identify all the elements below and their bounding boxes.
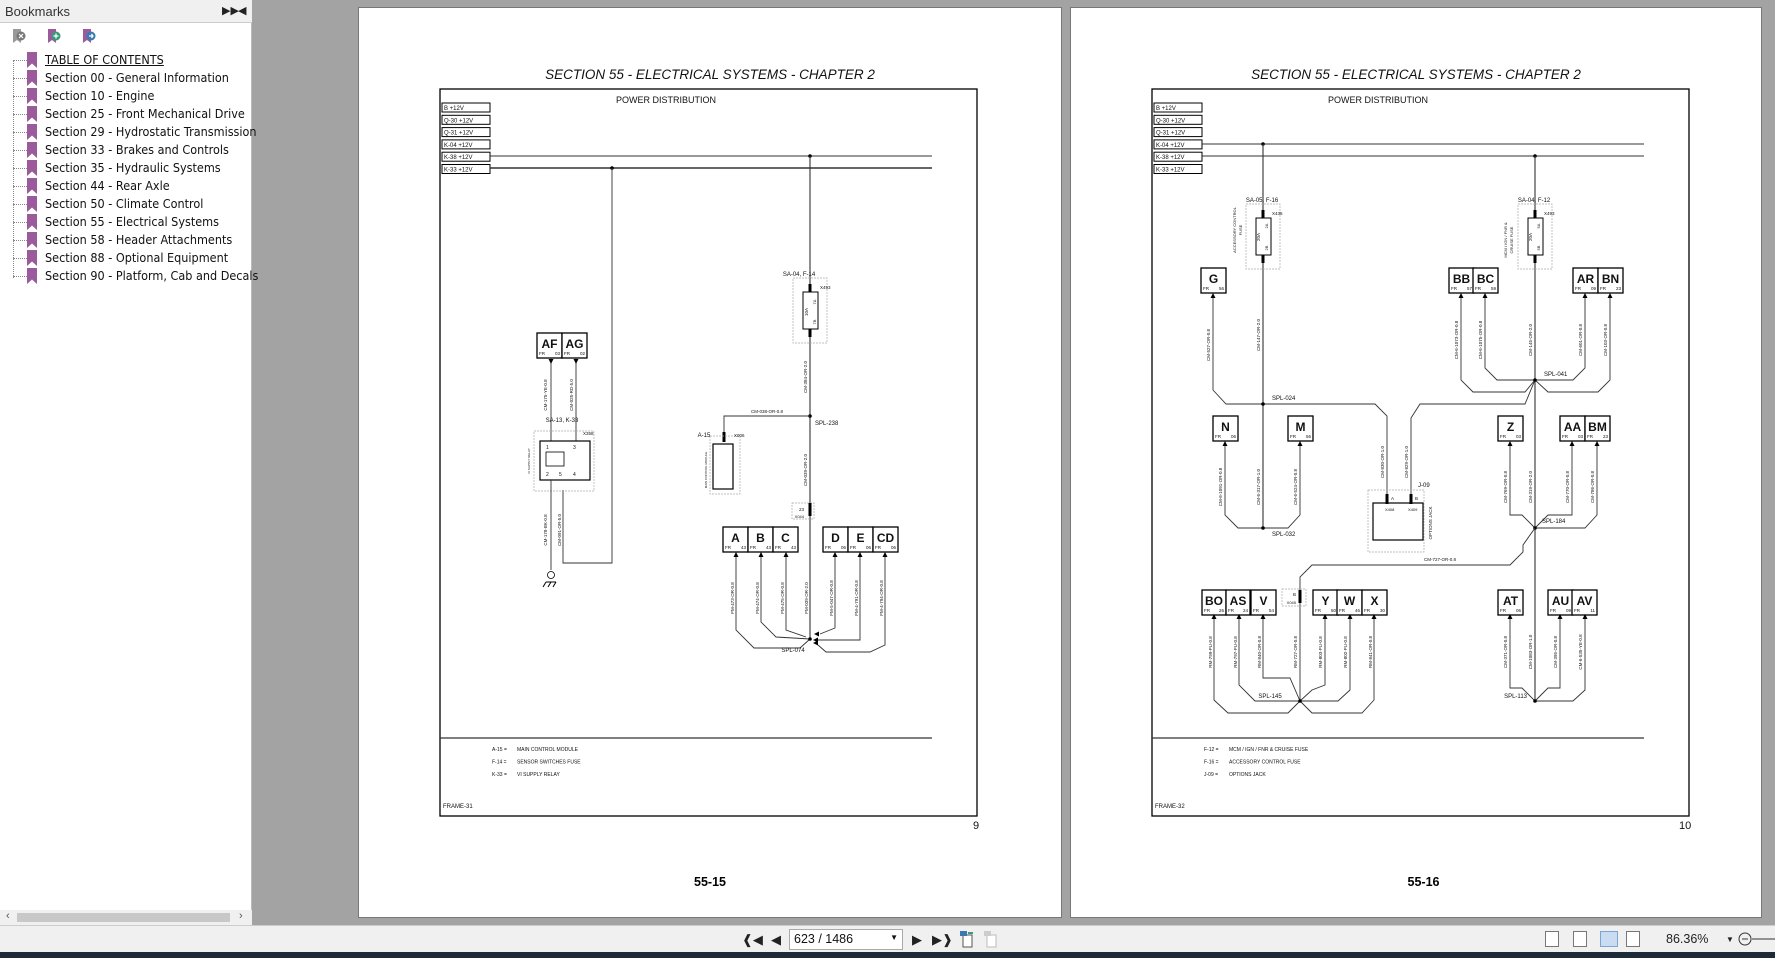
add-bookmark-icon[interactable] <box>46 28 62 44</box>
bookmark-icon <box>27 142 37 158</box>
bookmark-item[interactable]: Section 58 - Header Attachments <box>0 231 252 249</box>
bookmark-item[interactable]: Section 00 - General Information <box>0 69 252 87</box>
bookmark-label: Section 33 - Brakes and Controls <box>45 142 229 157</box>
pdf-page-1: SECTION 55 - ELECTRICAL SYSTEMS - CHAPTE… <box>358 7 1062 918</box>
bookmarks-header: Bookmarks ▶▶ ◀ <box>0 0 252 23</box>
page-number-input[interactable]: 623 / 1486 ▼ <box>789 929 903 950</box>
bookmark-label: Section 50 - Climate Control <box>45 196 204 211</box>
tree-connector <box>13 240 27 241</box>
bookmark-label: Section 25 - Front Mechanical Drive <box>45 106 245 121</box>
tree-connector <box>13 204 27 205</box>
tree-connector <box>13 96 27 97</box>
bookmark-label: Section 58 - Header Attachments <box>45 232 233 247</box>
tree-connector <box>13 78 27 79</box>
chevron-down-icon[interactable]: ▼ <box>890 933 898 942</box>
bookmark-icon <box>27 178 37 194</box>
page-label: 55-16 <box>1407 875 1440 889</box>
page-number: 10 <box>1679 820 1692 832</box>
bookmark-label: Section 88 - Optional Equipment <box>45 250 229 265</box>
bookmark-icon <box>27 52 37 68</box>
bookmark-item[interactable]: Section 33 - Brakes and Controls <box>0 141 252 159</box>
tree-connector <box>13 114 27 115</box>
page-header: SECTION 55 - ELECTRICAL SYSTEMS - CHAPTE… <box>1251 67 1581 82</box>
bookmark-icon <box>27 88 37 104</box>
next-view-icon[interactable] <box>983 930 999 948</box>
bookmark-icon <box>27 160 37 176</box>
first-page-icon[interactable]: ❰◀ <box>742 932 763 947</box>
page-value: 623 / 1486 <box>794 932 854 946</box>
continuous-facing-view-button[interactable] <box>1626 931 1640 947</box>
bookmarks-panel: Bookmarks ▶▶ ◀ TABLE OF CONTENTS Section … <box>0 0 258 925</box>
bookmark-item[interactable]: Section 25 - Front Mechanical Drive <box>0 105 252 123</box>
bottom-toolbar: ❰◀ ◀ 623 / 1486 ▼ ▶ ▶❱ 86.36% ▼ <box>0 925 1775 952</box>
bookmark-icon <box>27 106 37 122</box>
bookmark-icon <box>27 196 37 212</box>
taskbar-strip <box>0 952 1775 958</box>
bookmark-item[interactable]: Section 29 - Hydrostatic Transmission <box>0 123 257 141</box>
bookmark-icon <box>27 250 37 266</box>
bookmark-label: Section 00 - General Information <box>45 70 229 85</box>
tree-connector <box>13 258 27 259</box>
tree-connector <box>13 168 27 169</box>
bookmark-item[interactable]: Section 55 - Electrical Systems <box>0 213 252 231</box>
bookmark-item[interactable]: Section 88 - Optional Equipment <box>0 249 252 267</box>
page-number: 9 <box>973 820 980 832</box>
zoom-dropdown-icon[interactable]: ▼ <box>1726 935 1734 944</box>
tree-line <box>13 60 14 278</box>
single-page-view-button[interactable] <box>1545 931 1559 947</box>
tree-connector <box>13 60 27 61</box>
go-to-bookmark-icon[interactable] <box>81 28 97 44</box>
delete-bookmark-icon[interactable] <box>11 28 27 44</box>
next-page-icon[interactable]: ▶ <box>912 932 922 947</box>
page-header: SECTION 55 - ELECTRICAL SYSTEMS - CHAPTE… <box>545 67 875 82</box>
scroll-right-icon[interactable]: › <box>239 910 243 922</box>
tree-connector <box>13 276 27 277</box>
bookmark-item[interactable]: Section 35 - Hydraulic Systems <box>0 159 252 177</box>
expand-panel-icon[interactable]: ▶▶ <box>222 5 239 17</box>
bookmark-label: Section 10 - Engine <box>45 88 155 103</box>
bookmark-icon <box>27 268 37 284</box>
continuous-view-button[interactable] <box>1573 931 1587 947</box>
scroll-left-icon[interactable]: ‹ <box>6 910 10 922</box>
bookmark-label: Section 44 - Rear Axle <box>45 178 170 193</box>
bookmark-label: Section 90 - Platform, Cab and Decals <box>45 268 259 283</box>
bookmark-icon <box>27 214 37 230</box>
last-page-icon[interactable]: ▶❱ <box>932 932 953 947</box>
bookmark-item[interactable]: Section 10 - Engine <box>0 87 252 105</box>
bookmark-item[interactable]: TABLE OF CONTENTS <box>0 51 252 69</box>
bookmark-icon <box>27 124 37 140</box>
bookmark-icon <box>27 232 37 248</box>
bookmarks-title: Bookmarks <box>5 4 71 19</box>
tree-connector <box>13 132 27 133</box>
bookmark-item[interactable]: Section 44 - Rear Axle <box>0 177 252 195</box>
tree-connector <box>13 150 27 151</box>
scrollbar-thumb[interactable] <box>17 913 230 922</box>
collapse-panel-icon[interactable]: ◀ <box>238 5 247 17</box>
bookmark-item[interactable]: Section 50 - Climate Control <box>0 195 252 213</box>
bookmark-label: Section 29 - Hydrostatic Transmission <box>45 124 257 139</box>
horizontal-scrollbar[interactable]: ‹ › <box>0 910 252 925</box>
bookmark-label: TABLE OF CONTENTS <box>45 52 164 67</box>
bookmark-label: Section 55 - Electrical Systems <box>45 214 220 229</box>
previous-view-icon[interactable] <box>959 930 975 948</box>
facing-view-button[interactable] <box>1600 931 1618 947</box>
zoom-level[interactable]: 86.36% <box>1666 932 1709 946</box>
page-label: 55-15 <box>694 875 726 889</box>
bookmark-label: Section 35 - Hydraulic Systems <box>45 160 221 175</box>
tree-connector <box>13 222 27 223</box>
bookmark-tree: TABLE OF CONTENTS Section 00 - General In… <box>0 51 258 285</box>
bookmark-icon <box>27 70 37 86</box>
pdf-page-2: SECTION 55 - ELECTRICAL SYSTEMS - CHAPTE… <box>1070 7 1762 918</box>
previous-page-icon[interactable]: ◀ <box>771 932 781 947</box>
tree-connector <box>13 186 27 187</box>
zoom-out-icon[interactable] <box>1737 931 1775 947</box>
bookmark-item[interactable]: Section 90 - Platform, Cab and Decals <box>0 267 258 285</box>
